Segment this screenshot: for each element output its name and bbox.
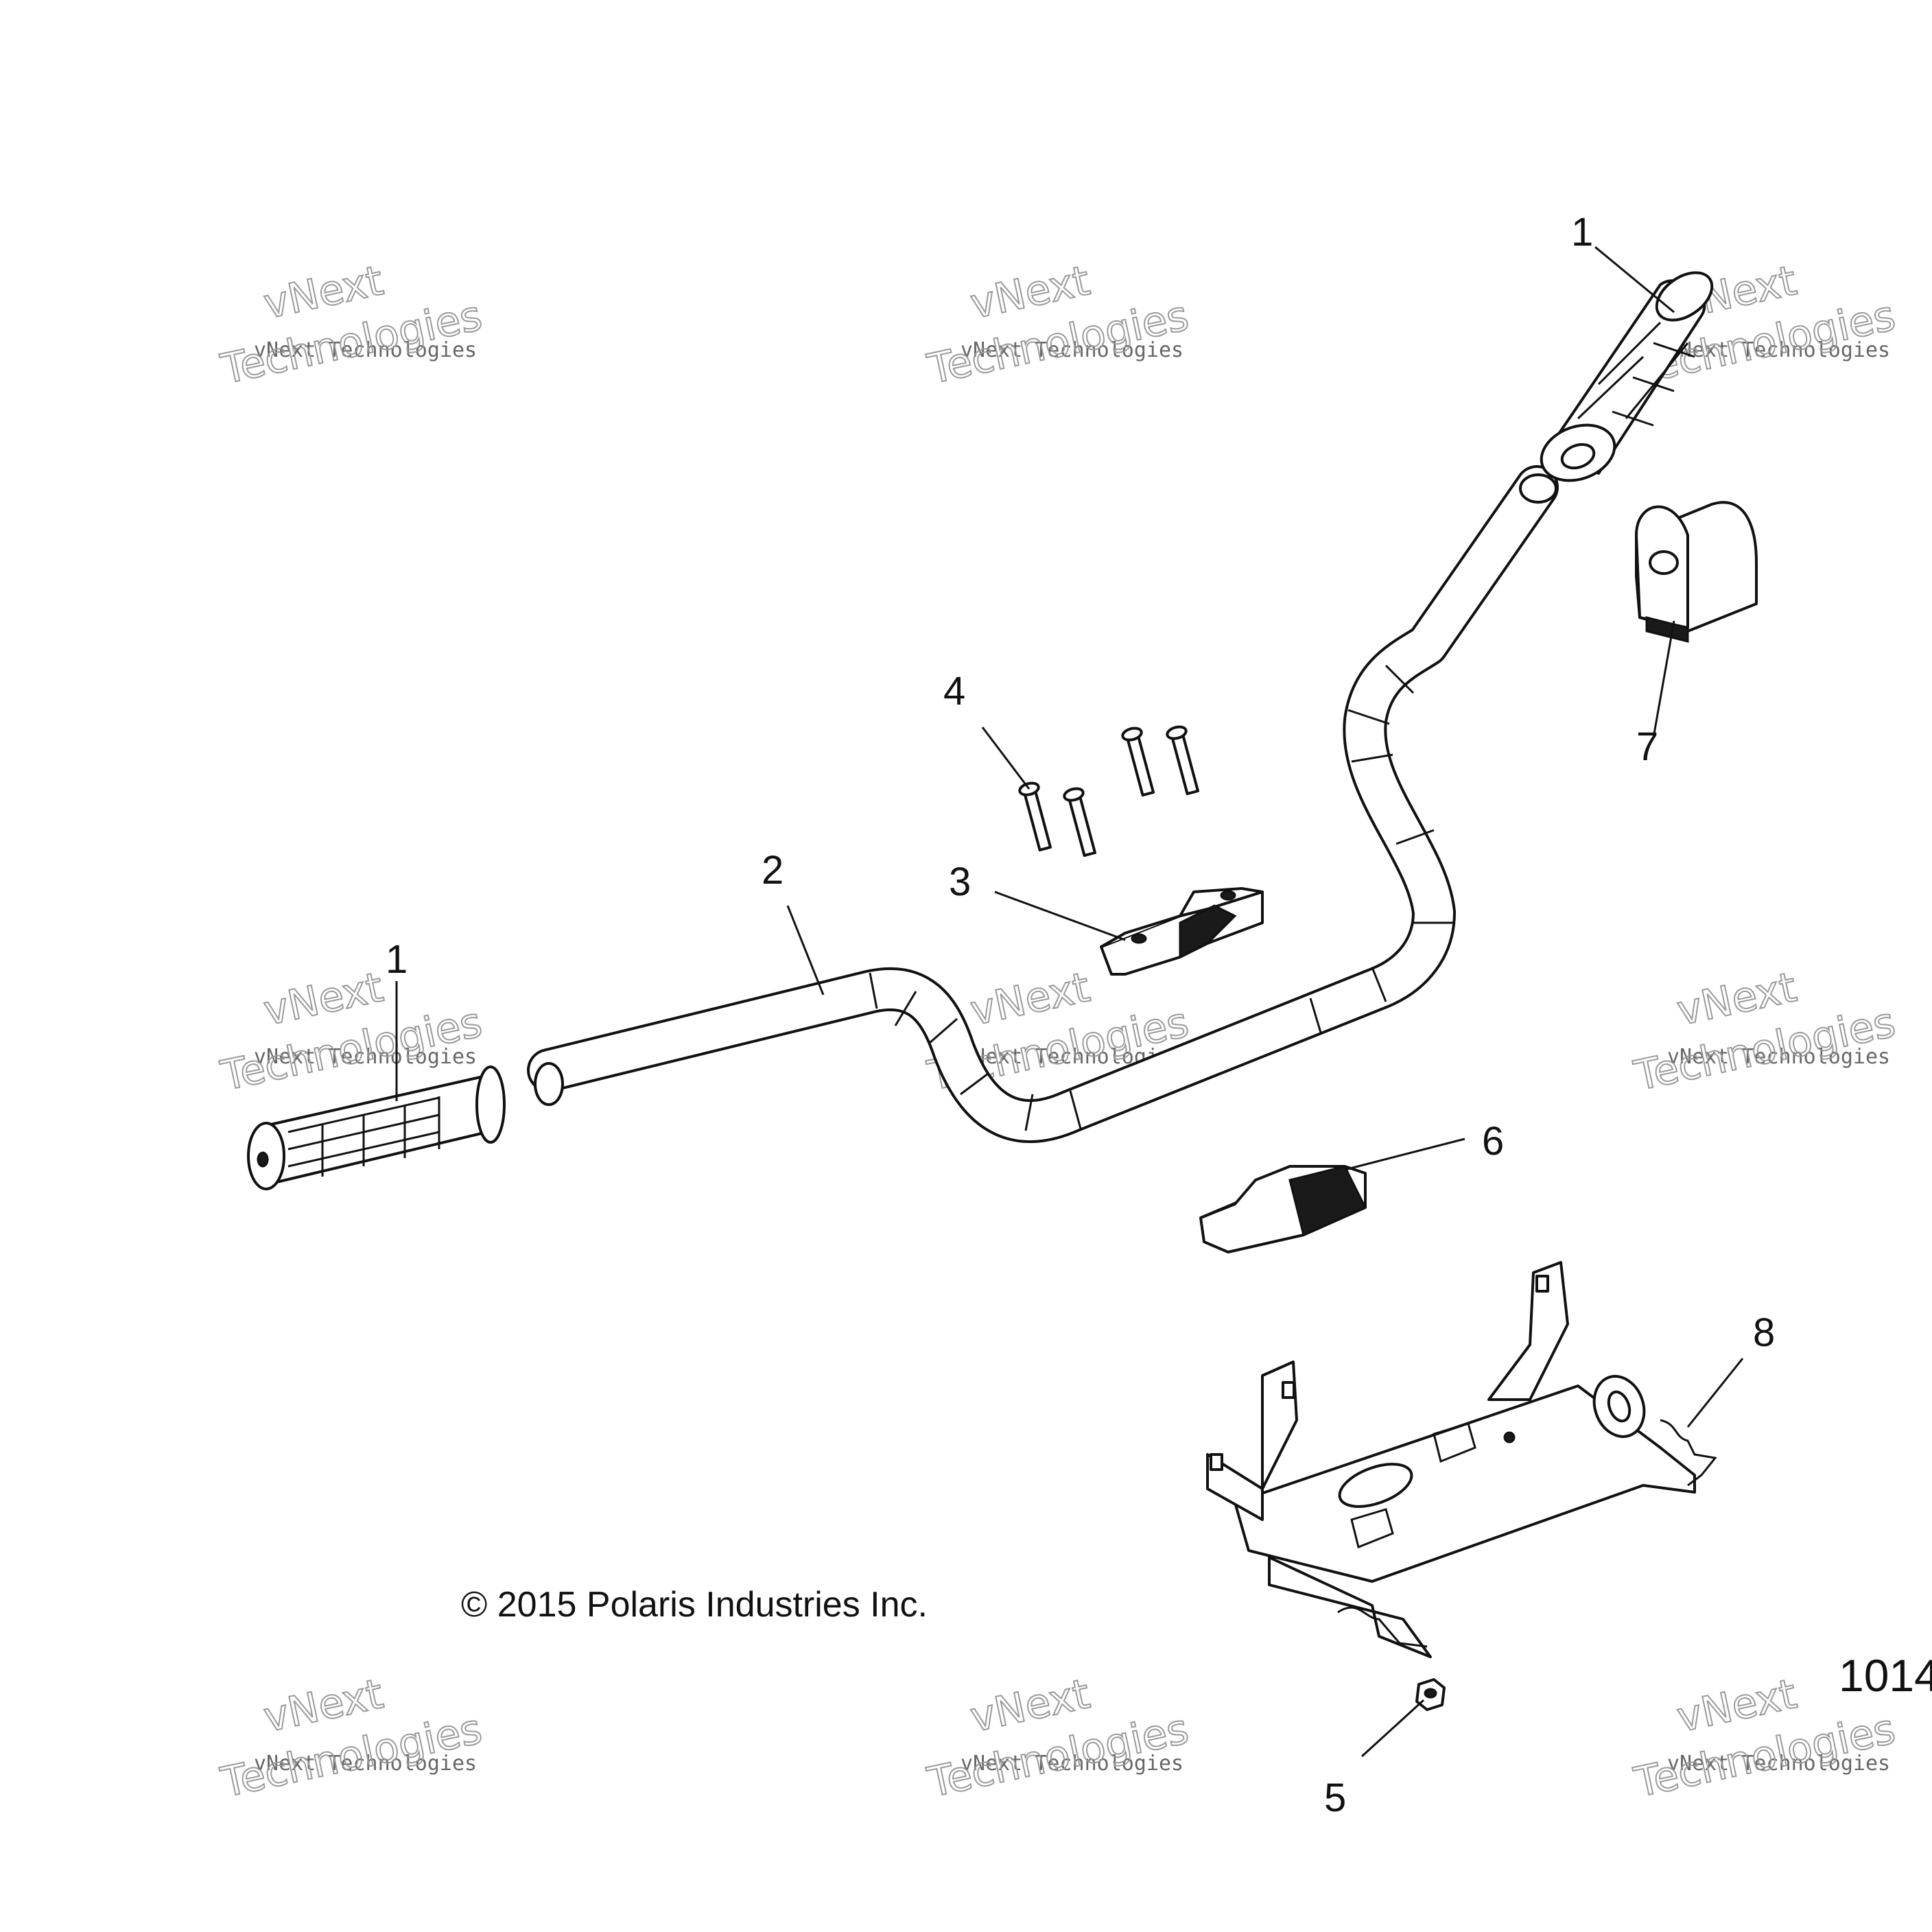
watermark-text: vNext Technologies — [254, 1045, 477, 1069]
clamp-hole — [1131, 933, 1147, 944]
leader-clamp-upper — [994, 891, 1126, 941]
grip-end-hole — [257, 1151, 269, 1168]
callout-handlebar: 2 — [762, 848, 784, 893]
document-number: 1014 — [1839, 1650, 1932, 1701]
grip-pattern — [287, 1096, 440, 1177]
clamp-shadow — [1179, 904, 1237, 959]
grip-left — [247, 1065, 506, 1190]
watermark-text: vNext Technologies — [1667, 1752, 1890, 1776]
handlebar-fill — [530, 468, 1556, 1141]
leader-lines — [395, 246, 1744, 1758]
clamp-shadow — [1288, 1165, 1367, 1237]
bolt — [1166, 725, 1200, 796]
handlebar — [527, 465, 1559, 1144]
watermark: vNext vNext Technologies Technologies — [216, 1669, 487, 1808]
callout-clamp-upper: 3 — [949, 860, 971, 904]
watermark: vNext vNext Technologies Technologies — [1629, 963, 1900, 1101]
leader-grip-right — [1594, 246, 1675, 314]
bracket-clip — [1660, 1419, 1717, 1487]
bracket-slot — [1282, 1381, 1295, 1399]
watermark-text: vNext Technologies — [1667, 1045, 1890, 1069]
watermark: vNext vNext Technologies Technologies — [923, 1669, 1194, 1808]
watermark-text: vNext Technologies — [1667, 338, 1890, 362]
clamp-hole — [1220, 890, 1236, 901]
bracket-arm-right — [1487, 1261, 1569, 1401]
callout-grip-left: 1 — [386, 937, 408, 982]
leader-bracket — [1686, 1358, 1744, 1428]
callout-bracket: 8 — [1753, 1310, 1775, 1355]
clamp-upper — [1100, 887, 1264, 976]
callout-clamp-lower: 6 — [1482, 1119, 1504, 1164]
grip-pattern — [1577, 321, 1695, 427]
watermark: vNext vNext Technologies Technologies — [216, 256, 487, 394]
copyright-text: © 2015 Polaris Industries Inc. — [461, 1585, 928, 1625]
bolt — [1063, 787, 1097, 858]
bracket-clip — [1337, 1606, 1428, 1648]
bracket-boss-hole — [1607, 1390, 1631, 1423]
callout-grip-right: 1 — [1571, 210, 1593, 255]
nut-hole — [1424, 1688, 1437, 1699]
callout-bolts: 4 — [943, 669, 965, 714]
watermark-text: vNext Technologies — [254, 1752, 477, 1776]
bracket-hole — [1338, 1463, 1413, 1508]
block — [1635, 501, 1758, 643]
callout-nut: 5 — [1324, 1776, 1346, 1820]
bracket — [1206, 1261, 1717, 1658]
handlebar-end — [534, 1062, 564, 1106]
clamp-lower — [1199, 1165, 1367, 1253]
bolt — [1121, 727, 1155, 797]
handlebar-end — [1519, 473, 1557, 504]
leader-nut — [1360, 1699, 1425, 1758]
watermark: vNext vNext Technologies Technologies — [923, 256, 1194, 394]
bracket-pin — [1503, 1431, 1516, 1444]
block-hole — [1649, 550, 1679, 575]
leader-bolts — [981, 727, 1030, 790]
bracket-arm-left — [1206, 1360, 1298, 1521]
leader-clamp-lower — [1344, 1138, 1465, 1171]
bend-lines — [869, 664, 1453, 1131]
leader-handlebar — [786, 905, 825, 996]
grip-right — [1540, 271, 1714, 482]
bolts — [1018, 725, 1200, 858]
callout-block: 7 — [1636, 724, 1658, 769]
bracket-slot — [1535, 1275, 1549, 1293]
grip-body — [266, 1076, 499, 1185]
bracket-slot — [1210, 1453, 1223, 1471]
grip-end-hole — [1560, 443, 1596, 470]
bolt — [1018, 781, 1052, 852]
watermark-text: vNext Technologies — [254, 338, 477, 362]
nut — [1415, 1678, 1446, 1711]
watermarks: vNext vNext Technologies Technologies vN… — [216, 256, 1900, 1808]
bracket-tab — [1350, 1422, 1476, 1549]
grip-flange — [475, 1065, 506, 1144]
watermark-text: vNext Technologies — [961, 338, 1183, 362]
watermark-text: vNext Technologies — [961, 1752, 1183, 1776]
callouts: 1 1 2 3 4 5 6 7 8 — [386, 210, 1775, 1820]
leader-block — [1652, 620, 1675, 738]
